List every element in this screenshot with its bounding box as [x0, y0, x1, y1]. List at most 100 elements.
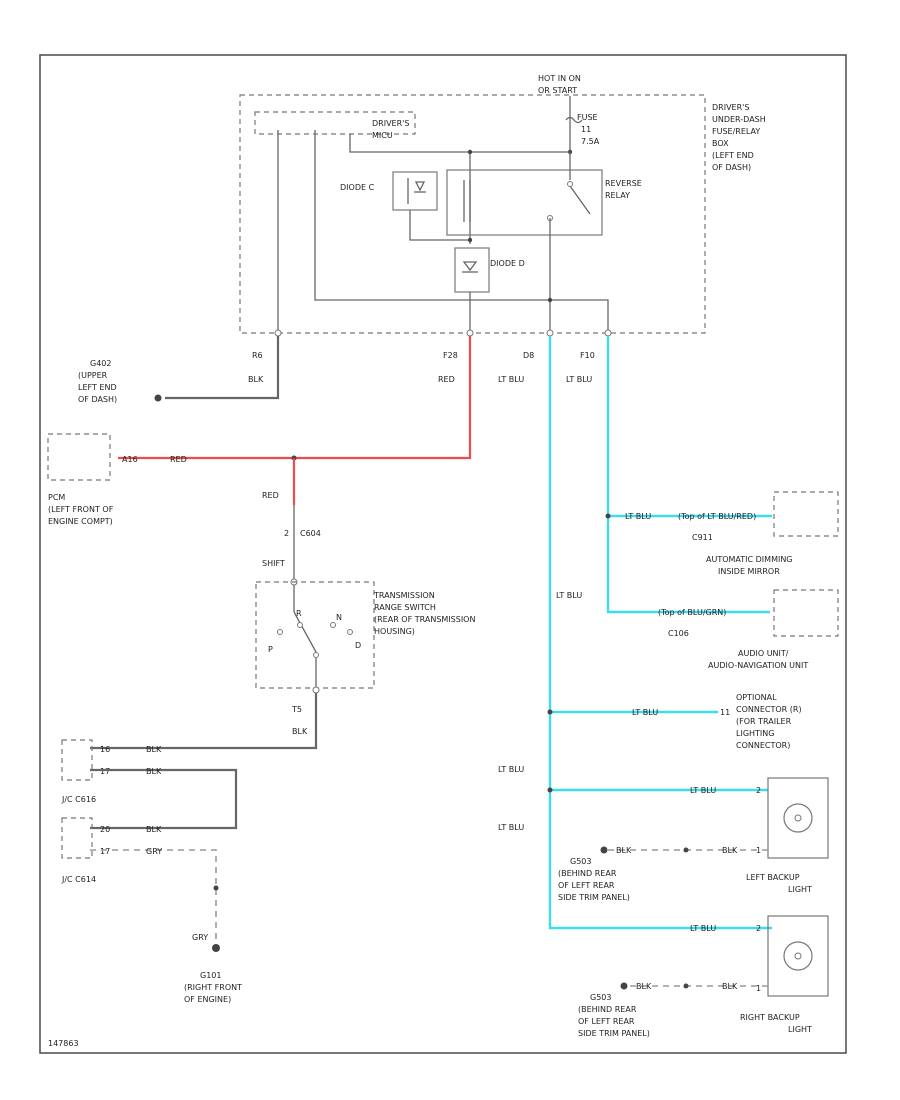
svg-text:OPTIONAL: OPTIONAL — [736, 693, 777, 702]
jc-c614-label: J/C C614 — [61, 875, 96, 884]
wire-left-backup-color: LT BLU — [690, 786, 716, 795]
c604-label: C604 — [300, 529, 321, 538]
jc-c616-box — [61, 739, 93, 781]
right-backup-light: 2 1 — [756, 915, 829, 997]
trailer-pin: 11 — [720, 708, 730, 717]
wire-g503-blk-color: BLK — [616, 846, 632, 855]
wire-jc-blk-loop — [90, 768, 238, 830]
wire-f28-color: RED — [438, 375, 455, 384]
svg-text:(UPPER: (UPPER — [78, 371, 108, 380]
fuse-relay-box-outline — [239, 94, 706, 334]
wire-lbu-left-color: LT BLU — [498, 765, 524, 774]
jc-c614-pin-17: 17 — [100, 847, 110, 856]
pin-f10-label: F10 — [580, 351, 595, 360]
wire-red-pcm-color: RED — [170, 455, 187, 464]
audio-connector: C106 — [668, 629, 689, 638]
svg-text:RANGE SWITCH: RANGE SWITCH — [374, 603, 436, 612]
wire-t5-color: BLK — [292, 727, 308, 736]
svg-text:SIDE TRIM PANEL): SIDE TRIM PANEL) — [578, 1029, 650, 1038]
footer-id: 147863 — [48, 1039, 79, 1048]
ground-g101-symbol — [212, 944, 220, 952]
trailer-connector-label: OPTIONAL CONNECTOR (R) (FOR TRAILER LIGH… — [736, 693, 802, 750]
left-backup-light: 2 1 — [756, 777, 829, 859]
pcm-pin: A16 — [122, 455, 138, 464]
mirror-connector: C911 — [692, 533, 713, 542]
right-backup-light-label: RIGHT BACKUP LIGHT — [740, 1013, 812, 1034]
svg-text:1: 1 — [756, 984, 761, 993]
svg-text:G503: G503 — [570, 857, 591, 866]
wire-jc-gry — [90, 849, 217, 944]
svg-text:7.5A: 7.5A — [581, 137, 600, 146]
svg-text:OF DASH): OF DASH) — [712, 163, 751, 172]
svg-text:(REAR OF TRANSMISSION: (REAR OF TRANSMISSION — [374, 615, 475, 624]
svg-text:LIGHT: LIGHT — [788, 1025, 812, 1034]
g503-label: G503 (BEHIND REAR OF LEFT REAR SIDE TRIM… — [558, 857, 630, 902]
svg-text:REVERSE: REVERSE — [605, 179, 642, 188]
auto-dimming-mirror-box — [773, 491, 839, 537]
fuse-source-label: HOT IN ON OR START — [538, 74, 581, 95]
svg-text:OF DASH): OF DASH) — [78, 395, 117, 404]
svg-text:ENGINE COMPT): ENGINE COMPT) — [48, 517, 113, 526]
wire-gry-down-color: GRY — [192, 933, 208, 942]
svg-text:RELAY: RELAY — [605, 191, 630, 200]
svg-text:HOUSING): HOUSING) — [374, 627, 415, 636]
audio-unit-label: AUDIO UNIT/ AUDIO-NAVIGATION UNIT — [708, 649, 808, 670]
drivers-micu-box — [254, 111, 416, 135]
svg-text:AUTOMATIC DIMMING: AUTOMATIC DIMMING — [706, 555, 793, 564]
wire-right-backup-color: LT BLU — [690, 924, 716, 933]
svg-text:OF ENGINE): OF ENGINE) — [184, 995, 231, 1004]
wire-audio-color: (Top of BLU/GRN) — [658, 608, 726, 617]
svg-text:P: P — [268, 645, 273, 654]
svg-text:(RIGHT FRONT: (RIGHT FRONT — [184, 983, 242, 992]
svg-text:DRIVER'S: DRIVER'S — [712, 103, 749, 112]
pin-r6-label: R6 — [252, 351, 263, 360]
svg-text:LEFT BACKUP: LEFT BACKUP — [746, 873, 800, 882]
wire-trailer-color: LT BLU — [632, 708, 658, 717]
svg-text:(LEFT FRONT OF: (LEFT FRONT OF — [48, 505, 114, 514]
svg-text:G101: G101 — [200, 971, 221, 980]
svg-text:CONNECTOR): CONNECTOR) — [736, 741, 790, 750]
wire-f10-ltblu — [606, 336, 770, 614]
fuse-relay-box-label: DRIVER'S UNDER-DASH FUSE/RELAY BOX (LEFT… — [712, 103, 766, 172]
svg-text:2: 2 — [756, 924, 761, 933]
svg-text:(LEFT END: (LEFT END — [712, 151, 754, 160]
audio-unit-box — [773, 589, 839, 637]
wire-d8-color: LT BLU — [498, 375, 524, 384]
svg-text:1: 1 — [756, 846, 761, 855]
svg-text:SIDE TRIM PANEL): SIDE TRIM PANEL) — [558, 893, 630, 902]
wire-g503b-blk2-color: BLK — [722, 982, 738, 991]
svg-text:DRIVER'S: DRIVER'S — [372, 119, 409, 128]
wire-d8-ltblu — [548, 336, 772, 930]
svg-text:OF LEFT REAR: OF LEFT REAR — [578, 1017, 635, 1026]
diode-c: DIODE C — [340, 171, 438, 211]
wire-jc-blk-3-color: BLK — [146, 825, 162, 834]
wire-f28-red — [118, 336, 472, 460]
svg-text:PCM: PCM — [48, 493, 65, 502]
wire-mirror-alt: (Top of LT BLU/RED) — [678, 512, 756, 521]
wire-f10-color: LT BLU — [566, 375, 592, 384]
svg-text:LEFT END: LEFT END — [78, 383, 117, 392]
shift-pin-label: SHIFT — [262, 559, 285, 568]
wire-g503b-blk-color: BLK — [636, 982, 652, 991]
wire-t5-blk — [90, 693, 318, 750]
left-backup-light-label: LEFT BACKUP LIGHT — [746, 873, 812, 894]
svg-text:LIGHTING: LIGHTING — [736, 729, 774, 738]
wire-g503-blk2-color: BLK — [722, 846, 738, 855]
svg-text:HOT IN ON: HOT IN ON — [538, 74, 581, 83]
svg-text:LIGHT: LIGHT — [788, 885, 812, 894]
svg-text:TRANSMISSION: TRANSMISSION — [373, 591, 435, 600]
svg-text:DIODE C: DIODE C — [340, 183, 375, 192]
wire-r6-blk — [165, 336, 280, 400]
trs-pin-label: T5 — [291, 705, 302, 714]
reverse-relay: REVERSE RELAY — [446, 152, 642, 236]
svg-text:FUSE: FUSE — [577, 113, 598, 122]
svg-text:R: R — [296, 609, 302, 618]
svg-text:DIODE D: DIODE D — [490, 259, 525, 268]
jc-c616-label: J/C C616 — [61, 795, 96, 804]
jc-c616-pin-16: 16 — [100, 745, 110, 754]
svg-text:UNDER-DASH: UNDER-DASH — [712, 115, 766, 124]
svg-text:INSIDE MIRROR: INSIDE MIRROR — [718, 567, 780, 576]
svg-text:(BEHIND REAR: (BEHIND REAR — [558, 869, 617, 878]
svg-text:RIGHT BACKUP: RIGHT BACKUP — [740, 1013, 800, 1022]
